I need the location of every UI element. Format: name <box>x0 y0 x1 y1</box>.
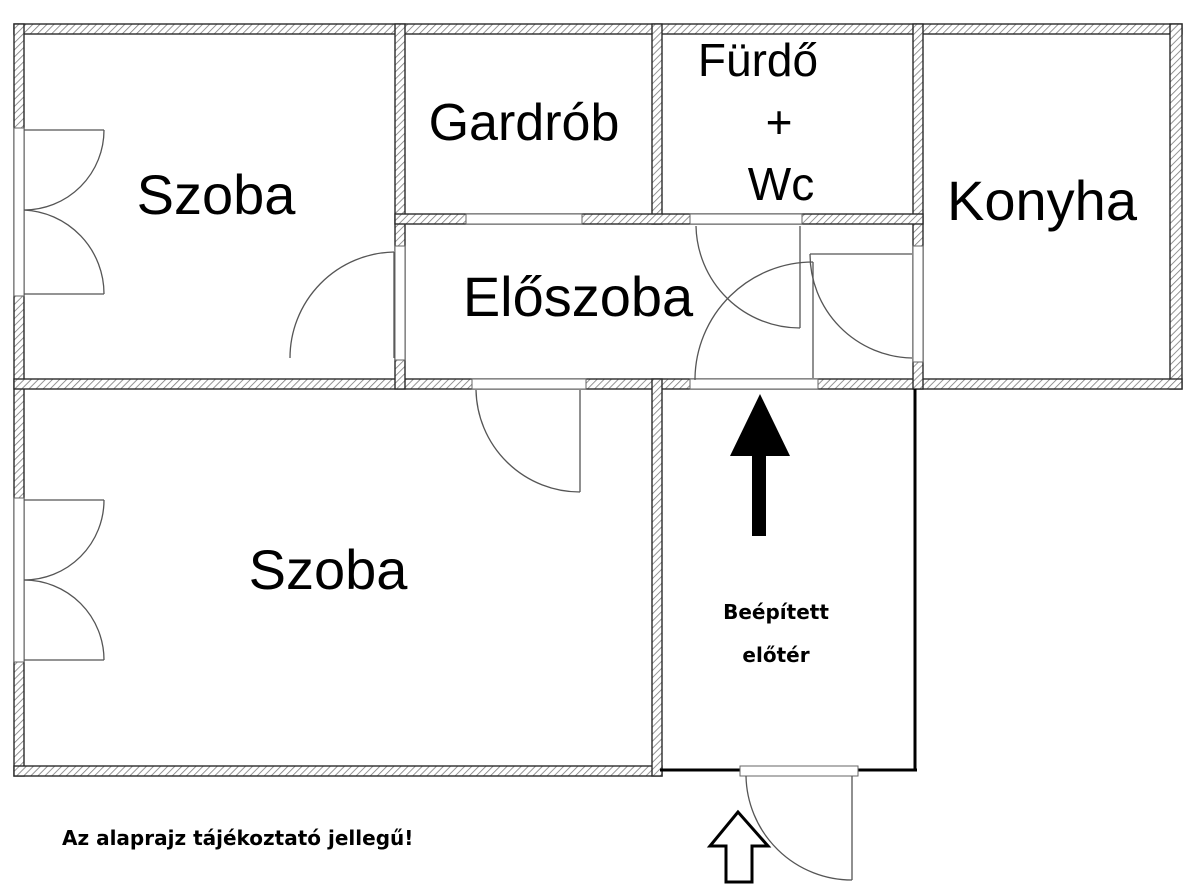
room-label-furdo-line1: Fürdő <box>698 34 818 86</box>
wall-middle-horizontal <box>13 378 1183 390</box>
room-label-beepitett-line1: Beépített <box>723 600 829 624</box>
door-swing-furdo <box>695 225 801 329</box>
door-swing-entrance <box>745 775 853 881</box>
opening-konyha <box>912 245 924 363</box>
wall-outer-bottom <box>13 765 663 777</box>
entry-arrow-outline <box>706 809 772 884</box>
doors <box>23 129 913 881</box>
window-swing-left-lower <box>23 499 105 661</box>
eloter-walls <box>660 389 917 772</box>
wall-szoba-gardrob <box>394 23 406 390</box>
wall-upper-corridor <box>394 213 924 225</box>
opening-szoba-top <box>394 245 406 361</box>
wall-outer-right <box>1169 23 1183 390</box>
room-label-szoba-bottom: Szoba <box>249 538 409 601</box>
opening-gardrob <box>465 213 583 225</box>
window-left-lower <box>13 497 25 663</box>
room-label-furdo-line3: Wc <box>748 158 814 210</box>
wall-szoba-eloter <box>651 378 663 777</box>
wall-outer-top <box>13 23 1183 35</box>
room-label-konyha: Konyha <box>947 169 1138 232</box>
door-swing-konyha <box>809 253 913 359</box>
room-label-beepitett-line2: előtér <box>742 643 809 667</box>
window-swing-left-upper <box>23 129 105 295</box>
opening-eloter <box>689 378 819 390</box>
opening-furdo <box>689 213 803 225</box>
door-swing-szoba-bottom <box>475 389 581 493</box>
room-label-gardrob: Gardrób <box>429 94 620 152</box>
opening-entrance <box>739 765 859 777</box>
wall-gardrob-furdo <box>651 23 663 225</box>
opening-szoba-bottom <box>471 378 587 390</box>
window-left-upper <box>13 127 25 297</box>
wall-furdo-konyha <box>912 23 924 390</box>
room-label-furdo-line2: + <box>766 96 793 148</box>
disclaimer-note: Az alaprajz tájékoztató jellegű! <box>62 826 413 850</box>
door-swing-szoba-top <box>289 251 395 359</box>
entry-arrow-filled <box>730 394 790 536</box>
room-label-szoba-top: Szoba <box>137 163 297 226</box>
room-label-eloszoba: Előszoba <box>463 265 694 328</box>
walls <box>13 23 1183 777</box>
openings <box>13 127 924 777</box>
